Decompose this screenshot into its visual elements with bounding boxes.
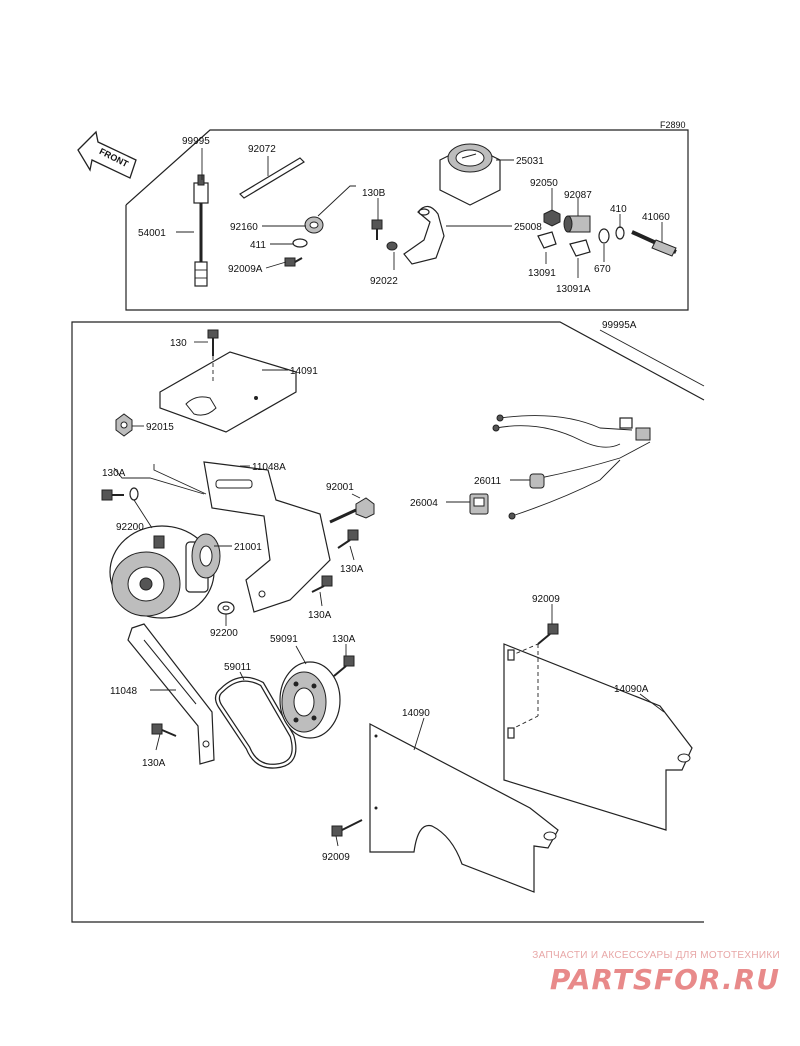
label-14090: 14090 (402, 708, 430, 719)
o-rings (598, 226, 625, 244)
alternator-cover-plate (159, 351, 297, 433)
cable-tie (239, 157, 305, 199)
bolt-92009-upper (537, 623, 559, 645)
label-670: 670 (594, 264, 611, 275)
label-130a-middle: 130A (308, 610, 332, 621)
label-130a-upper: 130A (340, 564, 364, 575)
label-92072: 92072 (248, 144, 276, 155)
label-92009-upper: 92009 (532, 594, 560, 605)
label-92009-lower: 92009 (322, 852, 350, 863)
label-59011: 59011 (224, 662, 252, 673)
label-14091: 14091 (290, 366, 318, 377)
speedometer (439, 143, 501, 206)
label-13091a: 13091A (556, 284, 591, 295)
label-92160: 92160 (230, 222, 258, 233)
label-130b: 130B (362, 188, 386, 199)
bracket-11048a (203, 461, 331, 613)
connector-26004 (469, 493, 489, 515)
washer-92200 (217, 601, 235, 615)
label-26011: 26011 (474, 476, 502, 487)
label-92001: 92001 (326, 482, 354, 493)
grommet (292, 216, 324, 248)
label-130a-pulley: 130A (332, 634, 356, 645)
adjuster-bar-11048 (127, 623, 215, 765)
bolt-92009-lower (331, 819, 363, 837)
label-130a-lower-left: 130A (142, 758, 166, 769)
lower-leaders (113, 329, 705, 847)
front-arrow-icon: FRONT (77, 130, 137, 179)
label-92087: 92087 (564, 190, 592, 201)
figure-id: F2890 (660, 120, 686, 130)
pulley (279, 661, 341, 739)
label-41060: 41060 (642, 212, 670, 223)
label-11048: 11048 (110, 686, 138, 697)
watermark-subtitle: ЗАПЧАСТИ И АКСЕССУАРЫ ДЛЯ МОТОТЕХНИКИ (532, 950, 780, 961)
label-92022: 92022 (370, 276, 398, 287)
label-92200-upper: 92200 (116, 522, 144, 533)
label-130a-left: 130A (102, 468, 126, 479)
upper-kit-frame (125, 129, 689, 311)
bolt-92009a (284, 257, 303, 267)
drive-shaft (631, 230, 677, 257)
cover-panel-14090 (369, 723, 559, 893)
lower-kit-frame (71, 321, 705, 923)
label-14090a: 14090A (614, 684, 649, 695)
label-130: 130 (170, 338, 187, 349)
wiring-harness (492, 414, 651, 520)
bolt-92022 (386, 241, 398, 251)
drive-belt (214, 676, 297, 769)
bolt-130a-lower-left (151, 723, 177, 737)
label-11048a: 11048A (252, 462, 286, 473)
label-410: 410 (610, 204, 627, 215)
bolt-92001 (329, 497, 375, 524)
label-25008: 25008 (514, 222, 542, 233)
label-92050: 92050 (530, 178, 558, 189)
label-92009a: 92009A (228, 264, 263, 275)
label-59091: 59091 (270, 634, 298, 645)
cover-panel-14090a (503, 643, 693, 831)
label-21001: 21001 (234, 542, 262, 553)
watermark: ЗАПЧАСТИ И АКСЕССУАРЫ ДЛЯ МОТОТЕХНИКИ PA… (532, 950, 780, 996)
speedometer-cable (193, 174, 209, 287)
bolt-130a-middle (311, 575, 333, 593)
bolt-130b (371, 219, 383, 240)
bolt-130a-left (101, 487, 139, 501)
label-13091: 13091 (528, 268, 556, 279)
label-99995a: 99995A (602, 320, 637, 331)
bolt-130a-upper (337, 529, 359, 549)
label-92015: 92015 (146, 422, 174, 433)
upper-leaders (176, 148, 663, 278)
label-25031: 25031 (516, 156, 544, 167)
bolt-130a-pulley (333, 655, 355, 677)
label-26004: 26004 (410, 498, 438, 509)
gear-housing (563, 215, 591, 257)
label-92200-lower: 92200 (210, 628, 238, 639)
watermark-logo: PARTSFOR.RU (549, 963, 780, 996)
bolt-130 (207, 329, 219, 384)
label-99995: 99995 (182, 136, 210, 147)
meter-bracket (403, 205, 445, 265)
nut-92015 (115, 413, 133, 437)
alternator (109, 525, 221, 619)
label-411: 411 (250, 240, 266, 251)
label-54001: 54001 (138, 228, 166, 239)
